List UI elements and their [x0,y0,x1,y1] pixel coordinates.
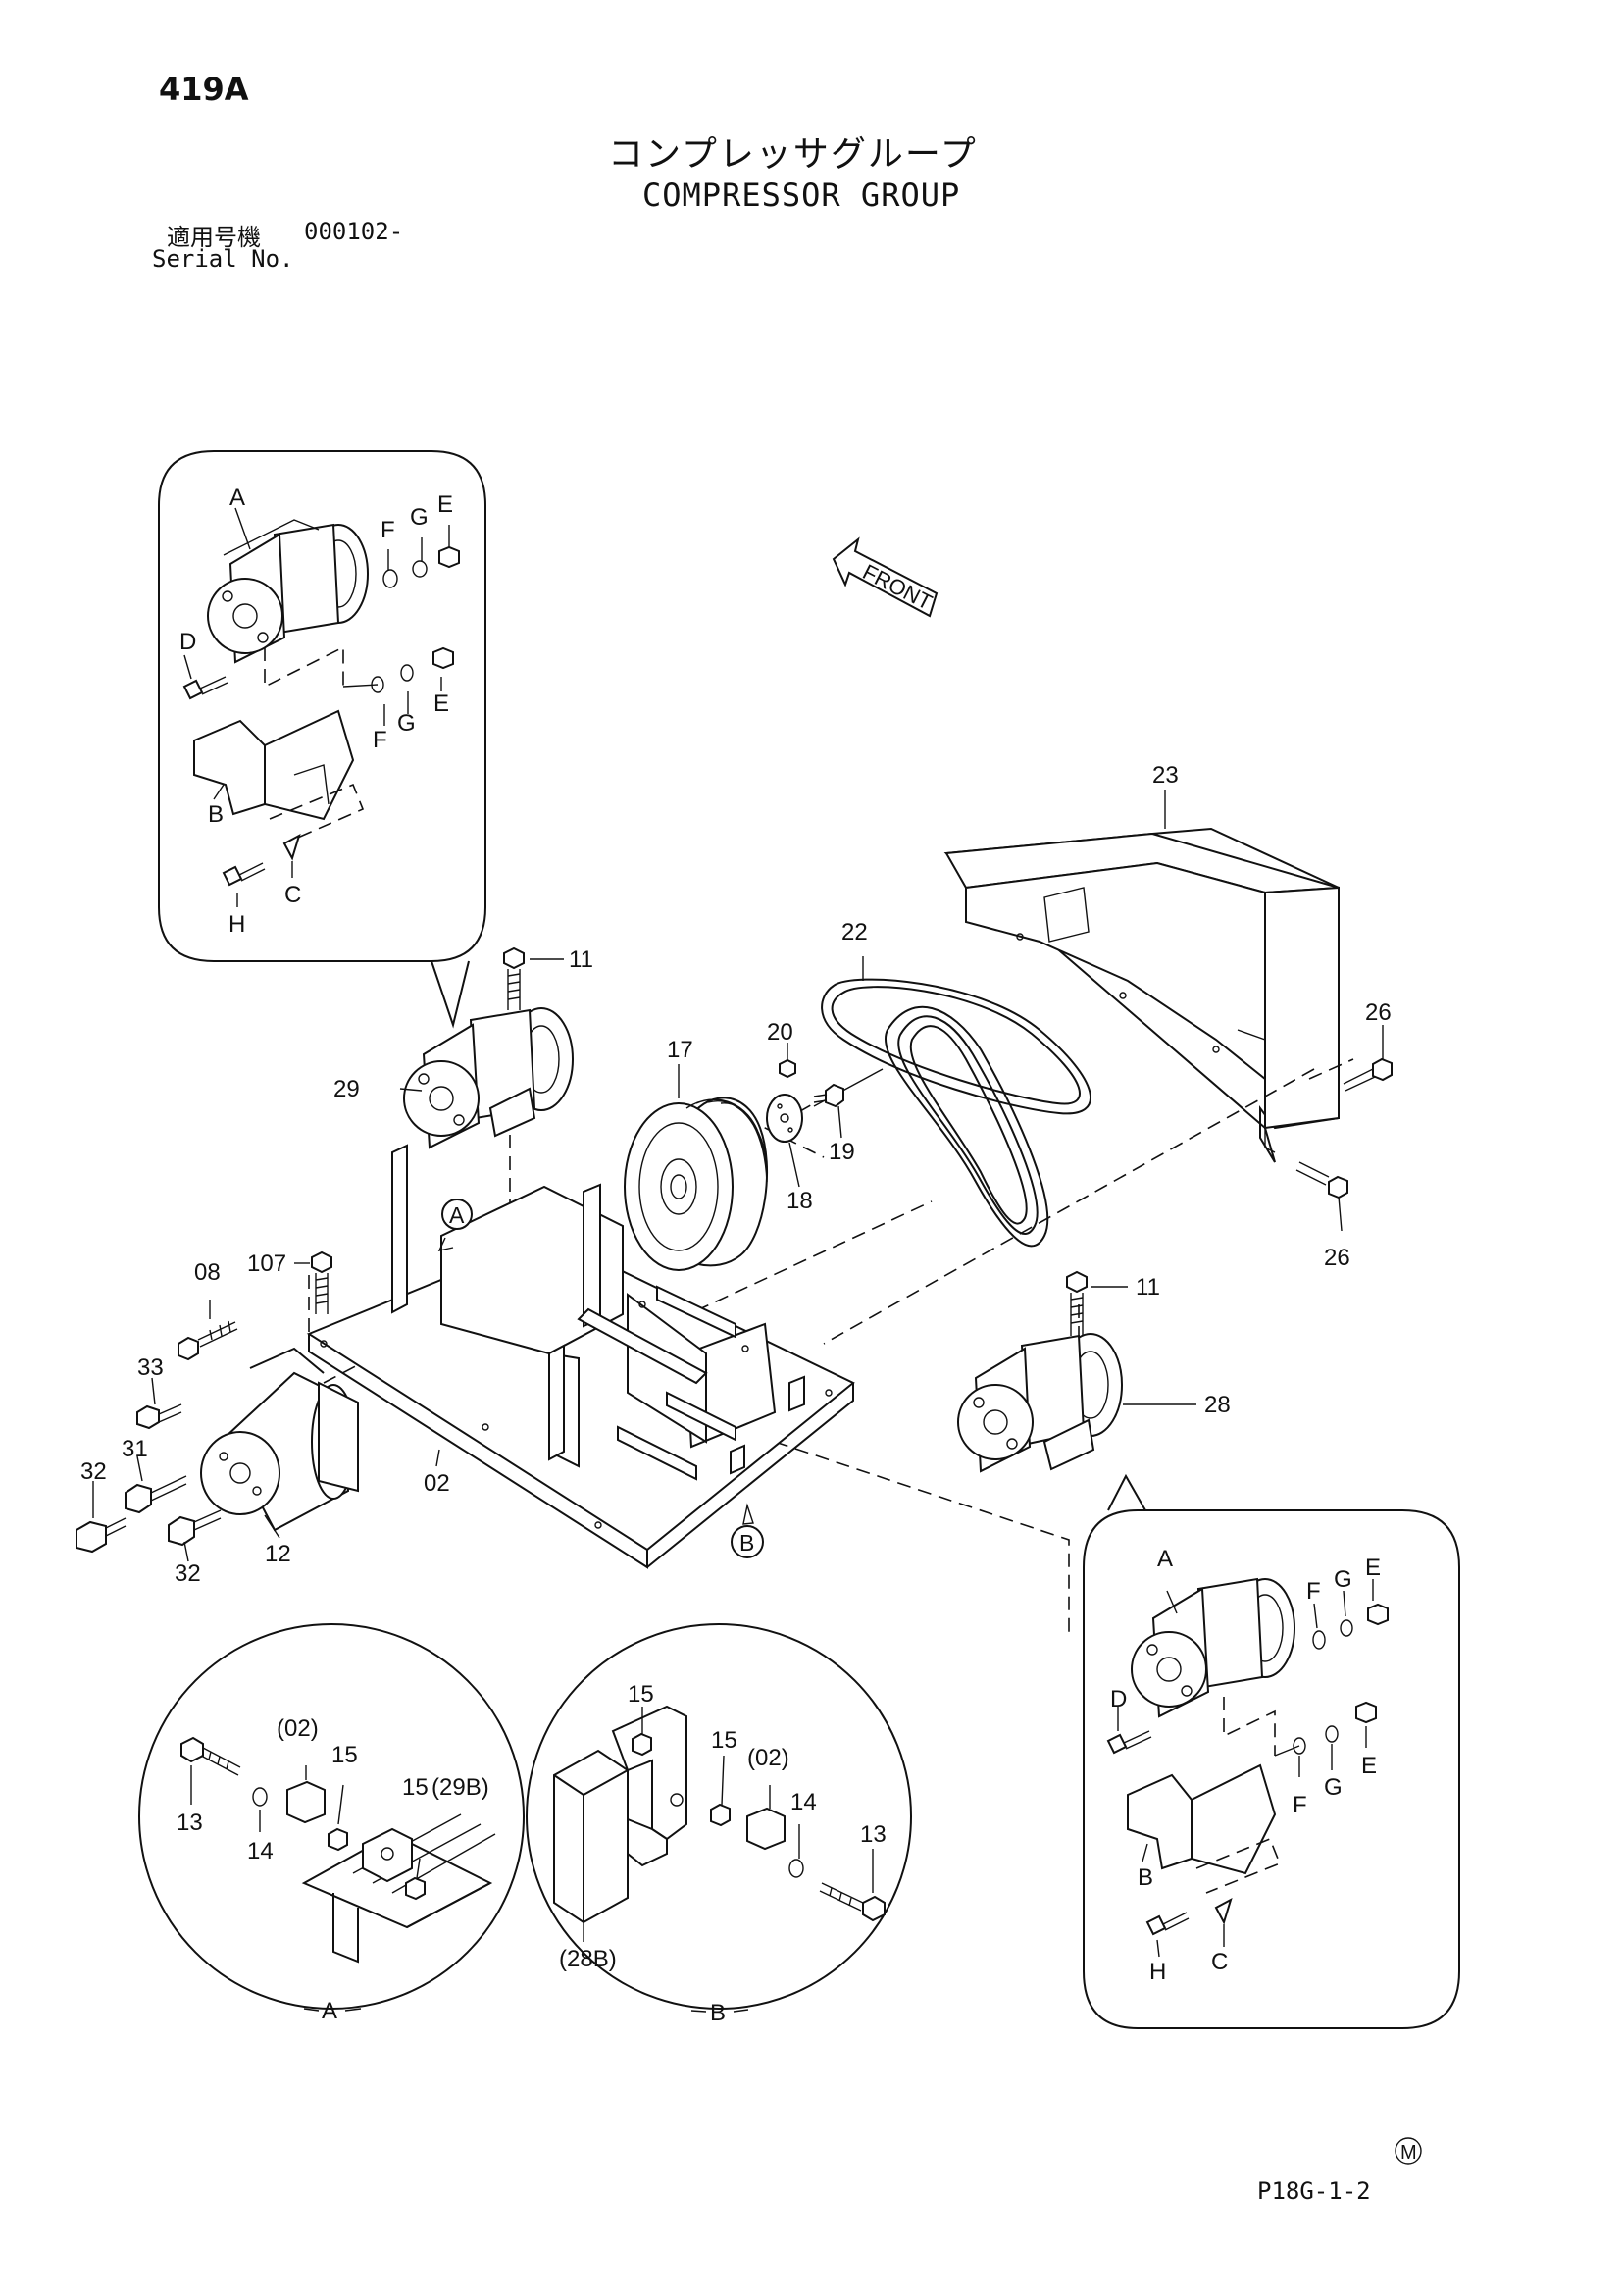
callout-32-right: 32 [175,1560,201,1587]
inset-tl-label-A: A [229,485,245,511]
bolt-11-lower: 11 [1066,1270,1160,1336]
m-mark: M [1395,2137,1422,2165]
base-plate: 02 [306,1144,855,1569]
serial-label-japanese: 適用号機 [167,224,261,251]
inset-tl-label-G2: G [397,710,416,737]
serial-value: 000102- [304,218,404,245]
fitting-31: 31 [122,1436,187,1514]
inset-tl-label-B: B [208,801,224,828]
bolts-26: 26 26 [1295,999,1393,1271]
callout-26-upper: 26 [1365,999,1392,1026]
front-arrow: FRONT [832,536,939,618]
fitting-32-left: 32 [76,1458,127,1554]
detail-B-14: 14 [790,1789,817,1815]
idler-parts: 18 19 20 [766,1019,855,1214]
callout-31: 31 [122,1436,148,1462]
callout-11-lower: 11 [1136,1274,1160,1301]
detail-A: 13 14 (02) 15 15 (29B) A [138,1623,525,2024]
ref-A-label: A [449,1202,465,1228]
inset-br-label-D: D [1110,1686,1127,1712]
inset-br-label-E2: E [1361,1753,1377,1779]
reference-B: B [731,1503,764,1558]
belt-guard: 23 [943,762,1340,1163]
detail-A-02: (02) [277,1715,319,1742]
inset-tl-label-F2: F [373,727,387,753]
inset-br-label-F1: F [1306,1578,1321,1605]
front-label: FRONT [859,559,937,615]
inset-tl-label-F1: F [381,517,395,543]
callout-08: 08 [194,1259,221,1286]
detail-B-caption: B [710,2000,726,2026]
callout-17: 17 [667,1037,693,1063]
reference-A: A [437,1199,473,1251]
inset-br-label-G1: G [1334,1566,1352,1593]
detail-B-28B: (28B) [559,1946,617,1972]
footer-code: P18G-1-2 [1257,2177,1371,2205]
pulley-17: 17 [624,1037,769,1271]
inset-tl-label-H: H [228,911,245,938]
callout-12: 12 [265,1541,291,1567]
inset-tl-label-E1: E [437,491,453,518]
inset-br-label-E1: E [1365,1555,1381,1581]
inset-top-left: A F G E D E G F B C H [158,450,486,1029]
callout-32-left: 32 [80,1458,107,1485]
inset-tl-label-E2: E [433,690,449,717]
callout-23: 23 [1152,762,1179,789]
callout-107: 107 [247,1250,286,1277]
detail-A-15a: 15 [331,1742,358,1768]
inset-tl-label-C: C [284,882,301,908]
ref-B-label: B [739,1530,754,1556]
title-japanese: コンプレッサグループ [608,134,978,175]
callout-19: 19 [829,1139,855,1165]
compressor-29: 29 [333,1007,574,1149]
m-mark-label: M [1400,2142,1417,2164]
callout-22: 22 [841,919,868,945]
compressor-12: 12 [200,1347,359,1567]
serial-label-english: Serial No. [152,245,294,273]
callout-18: 18 [787,1188,813,1214]
inset-br-compressor [1131,1577,1295,1718]
page-code: 419A [159,71,249,108]
bolt-107: 107 [247,1250,332,1314]
inset-bottom-right: A F G E D E G F B C H [1083,1473,1460,2029]
callout-20: 20 [767,1019,793,1046]
detail-A-caption: A [322,1998,337,2024]
detail-B: 15 15 (02) 14 13 (28B) B [526,1623,912,2026]
detail-B-15b: 15 [711,1727,737,1754]
callout-29: 29 [333,1076,360,1102]
callout-33: 33 [137,1354,164,1381]
bolt-11-upper: 11 [503,946,593,1010]
inset-br-label-C: C [1211,1949,1228,1975]
v-belts: 22 [813,919,1092,1248]
detail-A-29B: (29B) [431,1774,489,1801]
fitting-bolt-08: 08 [178,1259,238,1361]
compressor-28: 28 [957,1333,1231,1473]
inset-br-label-B: B [1138,1864,1153,1891]
detail-B-15a: 15 [628,1681,654,1708]
fitting-33: 33 [136,1354,182,1430]
fitting-32-right: 32 [168,1509,222,1587]
inset-br-label-A: A [1157,1546,1173,1572]
detail-B-13: 13 [860,1821,887,1848]
detail-B-02: (02) [747,1745,789,1771]
callout-02: 02 [424,1470,450,1497]
detail-A-14: 14 [247,1838,274,1864]
inset-br-label-F2: F [1293,1792,1307,1818]
callout-28: 28 [1204,1392,1231,1418]
inset-br-label-G2: G [1324,1774,1343,1801]
inset-tl-label-G1: G [410,504,429,531]
inset-tl-label-D: D [179,629,196,655]
detail-A-15b: 15 [402,1774,429,1801]
detail-A-13: 13 [177,1810,203,1836]
callout-11-upper: 11 [569,946,593,973]
inset-compressor [207,519,369,664]
callout-26-lower: 26 [1324,1245,1350,1271]
title-english: COMPRESSOR GROUP [642,177,961,214]
inset-br-label-H: H [1149,1959,1166,1985]
